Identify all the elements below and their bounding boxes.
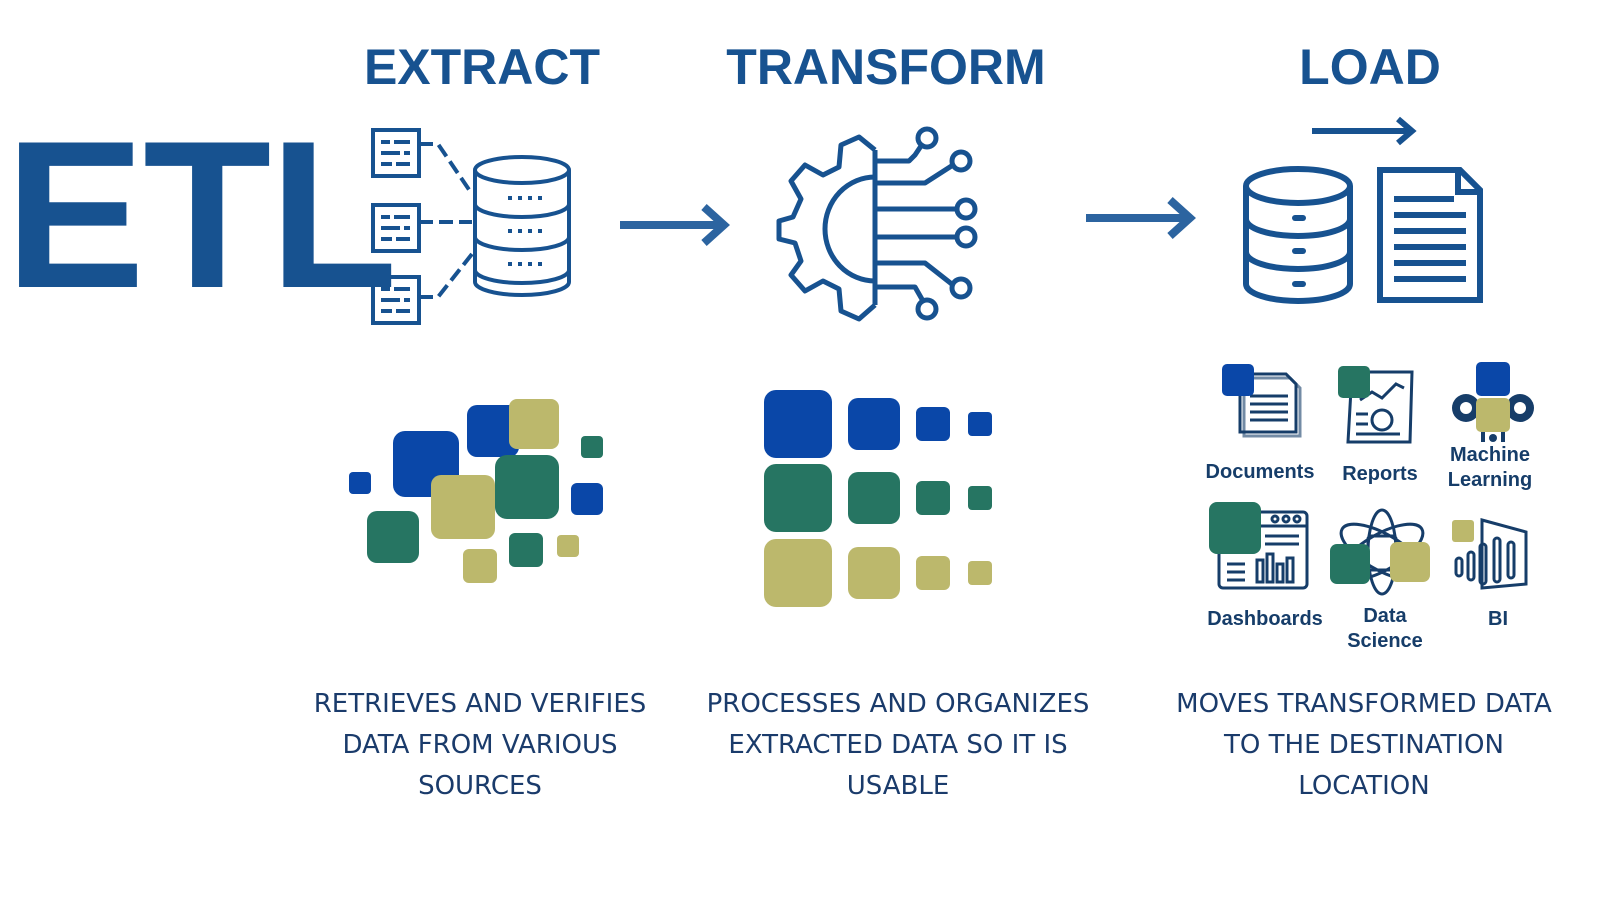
arrow-extract-to-transform-icon: [620, 204, 730, 246]
square-blue: [968, 412, 992, 436]
output-label-reports: Reports: [1342, 463, 1418, 485]
atom-icon: [1330, 508, 1430, 596]
load-arrow-icon: [1312, 116, 1417, 146]
square-blue: [916, 407, 950, 441]
square-green: [495, 455, 559, 519]
square-green: [968, 486, 992, 510]
output-label-data-science: Data Science: [1347, 605, 1423, 652]
extract-description: RETRIEVES AND VERIFIES DATA FROM VARIOUS…: [313, 689, 647, 801]
square-olive: [764, 539, 832, 607]
square-blue: [467, 405, 519, 457]
square-olive: [463, 549, 497, 583]
square-olive: [848, 547, 900, 599]
output-label-dashboards: Dashboards: [1207, 608, 1323, 630]
square-olive: [509, 399, 559, 449]
load-description: MOVES TRANSFORMED DATA TO THE DESTINATIO…: [1176, 689, 1552, 801]
square-green: [367, 511, 419, 563]
stage-title-load: LOAD: [1299, 39, 1441, 95]
output-label-bi: BI: [1488, 608, 1508, 630]
transform-gear-circuit-icon: [776, 126, 978, 322]
square-olive: [557, 535, 579, 557]
extract-database-icon: [371, 128, 571, 325]
square-green: [848, 472, 900, 524]
report-icon: [1338, 366, 1414, 444]
square-green: [916, 481, 950, 515]
gear-icon: [1452, 362, 1534, 442]
square-green: [509, 533, 543, 567]
load-database-document-icon: [1243, 166, 1483, 304]
square-olive: [968, 561, 992, 585]
extract-scattered-squares: [349, 399, 603, 583]
square-blue: [848, 398, 900, 450]
stage-title-transform: TRANSFORM: [726, 39, 1046, 95]
square-blue: [764, 390, 832, 458]
documents-icon: [1222, 364, 1302, 438]
square-blue: [349, 472, 371, 494]
square-green: [764, 464, 832, 532]
square-olive: [431, 475, 495, 539]
output-label-documents: Documents: [1205, 461, 1315, 483]
dashboard-icon: [1209, 502, 1309, 590]
arrow-transform-to-load-icon: [1086, 197, 1196, 239]
output-label-machine-learning: Machine Learning: [1447, 444, 1533, 491]
stage-title-extract: EXTRACT: [363, 39, 601, 95]
square-blue: [571, 483, 603, 515]
square-olive: [916, 556, 950, 590]
etl-title: ETL: [5, 97, 398, 332]
transform-organized-squares: [764, 390, 992, 607]
square-green: [581, 436, 603, 458]
bar-chart-icon: [1452, 518, 1528, 590]
transform-description: PROCESSES AND ORGANIZES EXTRACTED DATA S…: [706, 689, 1090, 801]
